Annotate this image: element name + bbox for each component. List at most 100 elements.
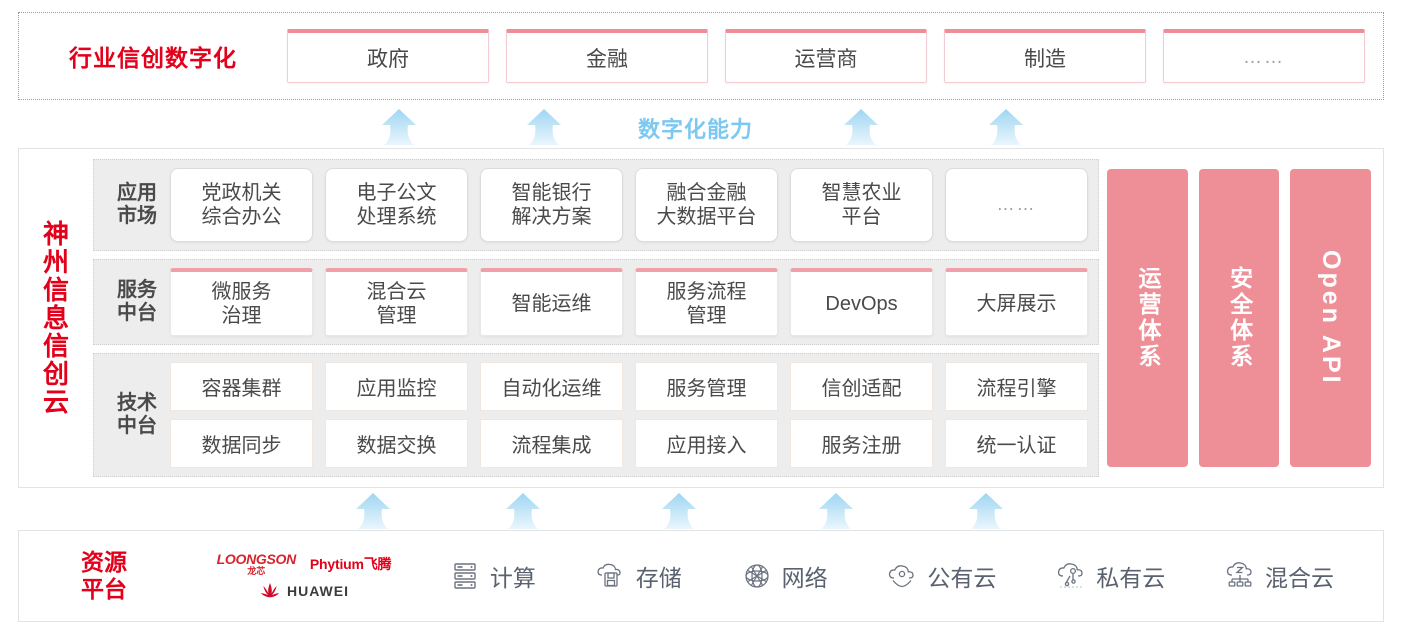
capability-label: 数字化能力 bbox=[638, 117, 754, 142]
application-market-cards: 党政机关 综合办公 电子公文 处理系统 智能银行 解决方案 融合金融 bbox=[170, 168, 1088, 242]
app-card-government-office[interactable]: 党政机关 综合办公 bbox=[170, 168, 313, 242]
resource-item-storage[interactable]: 存储 bbox=[594, 559, 682, 593]
app-card-edoc-system[interactable]: 电子公文 处理系统 bbox=[325, 168, 468, 242]
up-arrow-icon bbox=[963, 492, 1009, 530]
up-arrow-icon bbox=[983, 108, 1029, 146]
service-platform-cards: 微服务 治理 混合云 管理 智能运维 服务流程 管理 bbox=[170, 268, 1088, 336]
tech-card-container-cluster[interactable]: 容器集群 bbox=[170, 362, 313, 411]
service-card-line: 混合云 bbox=[366, 280, 427, 303]
resource-item-label: 计算 bbox=[489, 565, 536, 591]
hybrid-cloud-icon bbox=[1226, 562, 1252, 587]
tech-card-data-sync[interactable]: 数据同步 bbox=[170, 419, 313, 468]
technology-row-2: 数据同步 数据交换 流程集成 应用接入 服务注册 统一认证 bbox=[170, 419, 1088, 468]
app-card-line: 解决方案 bbox=[511, 206, 592, 228]
panel-label: 运营体系 bbox=[1134, 266, 1161, 370]
industry-card-list: 政府 金融 运营商 制造 …… bbox=[287, 13, 1383, 99]
cloud-layers: 应用 市场 党政机关 综合办公 电子公文 处理系统 智能银行 bbox=[93, 159, 1099, 477]
public-cloud-icon bbox=[889, 565, 915, 588]
tech-card-app-monitoring[interactable]: 应用监控 bbox=[325, 362, 468, 411]
huawei-logo: HUAWEI bbox=[259, 582, 349, 600]
resource-item-label: 网络 bbox=[781, 565, 828, 591]
technology-platform-grid: 容器集群 应用监控 自动化运维 服务管理 信创适配 流程引擎 数据同步 数据交换… bbox=[170, 362, 1088, 468]
up-arrow-icon bbox=[656, 492, 702, 530]
service-card-process-mgmt[interactable]: 服务流程 管理 bbox=[635, 268, 778, 336]
cloud-title-char: 创 bbox=[42, 359, 69, 390]
tech-card-service-management[interactable]: 服务管理 bbox=[635, 362, 778, 411]
server-icon bbox=[454, 563, 476, 589]
app-card-line: 平台 bbox=[841, 206, 882, 228]
resource-item-list: 计算 存储 bbox=[419, 559, 1383, 593]
resource-item-private-cloud[interactable]: 私有云 bbox=[1054, 559, 1165, 593]
panel-label: 安全体系 bbox=[1226, 266, 1253, 370]
service-card-line: 管理 bbox=[686, 304, 727, 327]
service-card-aiops[interactable]: 智能运维 bbox=[480, 268, 623, 336]
tech-card-data-exchange[interactable]: 数据交换 bbox=[325, 419, 468, 468]
up-arrow-icon bbox=[521, 108, 567, 146]
service-card-microservice-governance[interactable]: 微服务 治理 bbox=[170, 268, 313, 336]
layer-technology-platform: 技术 中台 容器集群 应用监控 自动化运维 服务管理 信创适配 流程引擎 bbox=[93, 353, 1099, 477]
industry-card-more[interactable]: …… bbox=[1163, 29, 1365, 83]
resource-item-public-cloud[interactable]: 公有云 bbox=[885, 559, 996, 593]
tech-card-app-access[interactable]: 应用接入 bbox=[635, 419, 778, 468]
industry-card-manufacturing[interactable]: 制造 bbox=[944, 29, 1146, 83]
resource-item-label: 混合云 bbox=[1265, 565, 1335, 591]
resource-platform-band: 资源 平台 LOONGSON 龙芯 Phytium飞腾 bbox=[18, 530, 1384, 622]
tech-card-unified-auth[interactable]: 统一认证 bbox=[945, 419, 1088, 468]
cloud-title-char: 州 bbox=[42, 246, 69, 277]
cloud-platform-box: 神 州 信 息 信 创 云 应用 市场 党政机关 综合办 bbox=[18, 148, 1384, 488]
resource-title-line: 平台 bbox=[81, 576, 127, 602]
up-arrow-icon bbox=[350, 492, 396, 530]
resource-item-label: 公有云 bbox=[927, 565, 997, 591]
service-card-devops[interactable]: DevOps bbox=[790, 268, 933, 336]
service-card-line: 管理 bbox=[376, 304, 417, 327]
resource-title-line: 资源 bbox=[81, 548, 127, 575]
panel-operations-system[interactable]: 运营体系 bbox=[1107, 169, 1188, 467]
app-card-line: 党政机关 bbox=[201, 182, 282, 204]
resource-item-compute[interactable]: 计算 bbox=[448, 559, 536, 593]
resource-item-hybrid-cloud[interactable]: 混合云 bbox=[1223, 559, 1334, 593]
app-card-smart-banking[interactable]: 智能银行 解决方案 bbox=[480, 168, 623, 242]
service-card-line: 大屏展示 bbox=[976, 292, 1057, 315]
loongson-logo-text: LOONGSON bbox=[216, 551, 297, 567]
panel-label: Open API bbox=[1317, 250, 1346, 386]
huawei-logo-text: HUAWEI bbox=[287, 583, 349, 599]
tech-card-process-engine[interactable]: 流程引擎 bbox=[945, 362, 1088, 411]
vendor-logo-group: LOONGSON 龙芯 Phytium飞腾 HUAWEI bbox=[189, 552, 419, 600]
app-card-line: 处理系统 bbox=[356, 206, 437, 228]
cloud-platform-content: 应用 市场 党政机关 综合办公 电子公文 处理系统 智能银行 bbox=[93, 149, 1383, 487]
service-card-dashboard[interactable]: 大屏展示 bbox=[945, 268, 1088, 336]
layer-label-technology-platform: 技术 中台 bbox=[104, 392, 170, 438]
layer-label-line: 技术 bbox=[117, 392, 157, 414]
panel-security-system[interactable]: 安全体系 bbox=[1198, 169, 1280, 467]
industry-card-finance[interactable]: 金融 bbox=[506, 29, 708, 83]
resource-item-network[interactable]: 网络 bbox=[740, 559, 828, 593]
service-card-line: 治理 bbox=[221, 304, 262, 327]
layer-label-application-market: 应用 市场 bbox=[104, 182, 170, 228]
industry-band-title: 行业信创数字化 bbox=[69, 45, 237, 71]
app-card-more[interactable]: …… bbox=[945, 168, 1088, 242]
tech-card-xinchuang-adaptation[interactable]: 信创适配 bbox=[790, 362, 933, 411]
cloud-title-char: 息 bbox=[42, 302, 69, 333]
up-arrow-icon bbox=[376, 108, 422, 146]
tech-card-automated-ops[interactable]: 自动化运维 bbox=[480, 362, 623, 411]
resource-item-label: 存储 bbox=[635, 565, 682, 591]
app-card-line: 智能银行 bbox=[511, 182, 592, 204]
industry-band: 行业信创数字化 政府 金融 运营商 制造 …… bbox=[18, 12, 1384, 100]
industry-card-government[interactable]: 政府 bbox=[287, 29, 489, 83]
tech-card-service-registry[interactable]: 服务注册 bbox=[790, 419, 933, 468]
loongson-logo-subtext: 龙芯 bbox=[247, 566, 266, 576]
industry-card-carrier[interactable]: 运营商 bbox=[725, 29, 927, 83]
service-card-line: 微服务 bbox=[211, 280, 272, 303]
panel-open-api[interactable]: Open API bbox=[1290, 169, 1372, 467]
vendor-logo-row-1: LOONGSON 龙芯 Phytium飞腾 bbox=[217, 552, 392, 576]
cross-cutting-panels: 运营体系 安全体系 Open API bbox=[1107, 159, 1372, 477]
service-card-hybrid-cloud-mgmt[interactable]: 混合云 管理 bbox=[325, 268, 468, 336]
tech-card-process-integration[interactable]: 流程集成 bbox=[480, 419, 623, 468]
cloud-platform-title: 神 州 信 息 信 创 云 bbox=[19, 149, 93, 487]
service-card-line: DevOps bbox=[825, 292, 898, 315]
huawei-flower-icon bbox=[260, 583, 280, 598]
service-card-line: 服务流程 bbox=[666, 280, 747, 303]
app-card-smart-agriculture[interactable]: 智慧农业 平台 bbox=[790, 168, 933, 242]
app-card-finance-bigdata[interactable]: 融合金融 大数据平台 bbox=[635, 168, 778, 242]
